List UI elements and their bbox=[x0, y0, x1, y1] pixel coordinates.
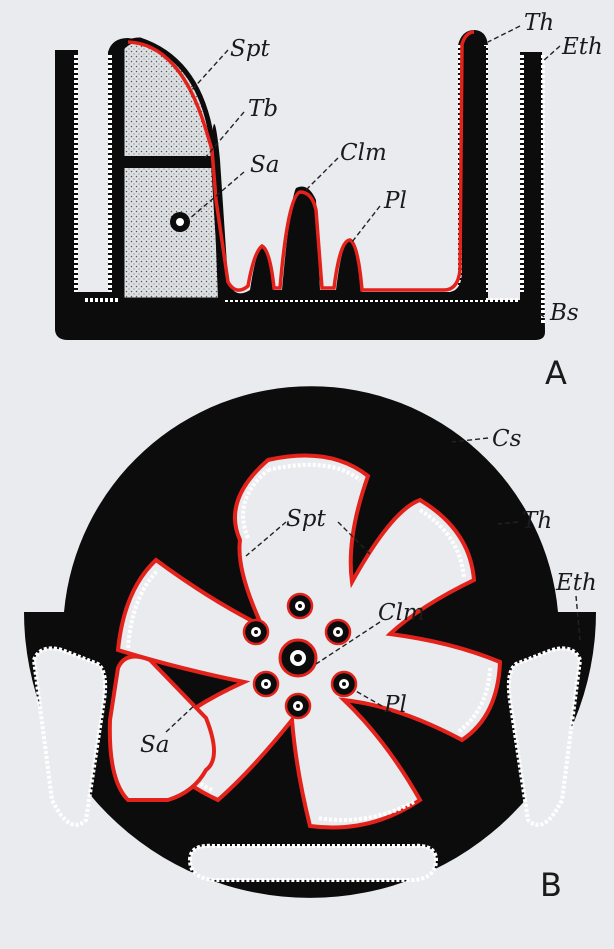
leader-clm-a bbox=[306, 158, 338, 190]
label-clm-b: Clm bbox=[378, 600, 425, 626]
exotheca-bottom bbox=[190, 846, 436, 880]
label-tb-a: Tb bbox=[248, 96, 278, 122]
label-th-a: Th bbox=[524, 10, 554, 36]
label-cs-b: Cs bbox=[492, 426, 522, 452]
leader-spt-a bbox=[190, 50, 228, 92]
label-clm-a: Clm bbox=[340, 140, 387, 166]
panel-letter-a: A bbox=[545, 354, 567, 392]
tabula bbox=[122, 156, 214, 168]
label-sa-a: Sa bbox=[250, 152, 279, 178]
label-bs-a: Bs bbox=[549, 300, 579, 326]
label-eth-a: Eth bbox=[561, 34, 603, 60]
panel-b-diagram bbox=[24, 386, 596, 898]
label-sa-b: Sa bbox=[140, 732, 169, 758]
septum-stipple bbox=[122, 40, 222, 300]
label-pl-b: Pl bbox=[383, 692, 407, 718]
label-pl-a: Pl bbox=[383, 188, 407, 214]
label-spt-b: Spt bbox=[286, 506, 326, 532]
label-th-b: Th bbox=[522, 508, 552, 534]
leader-th-a bbox=[488, 26, 520, 42]
label-spt-a: Spt bbox=[230, 36, 270, 62]
panel-letter-b: B bbox=[540, 866, 562, 904]
panel-a-diagram bbox=[55, 30, 545, 340]
leader-pl-a bbox=[352, 206, 380, 242]
leader-eth-a bbox=[542, 46, 560, 62]
label-eth-b: Eth bbox=[555, 570, 597, 596]
